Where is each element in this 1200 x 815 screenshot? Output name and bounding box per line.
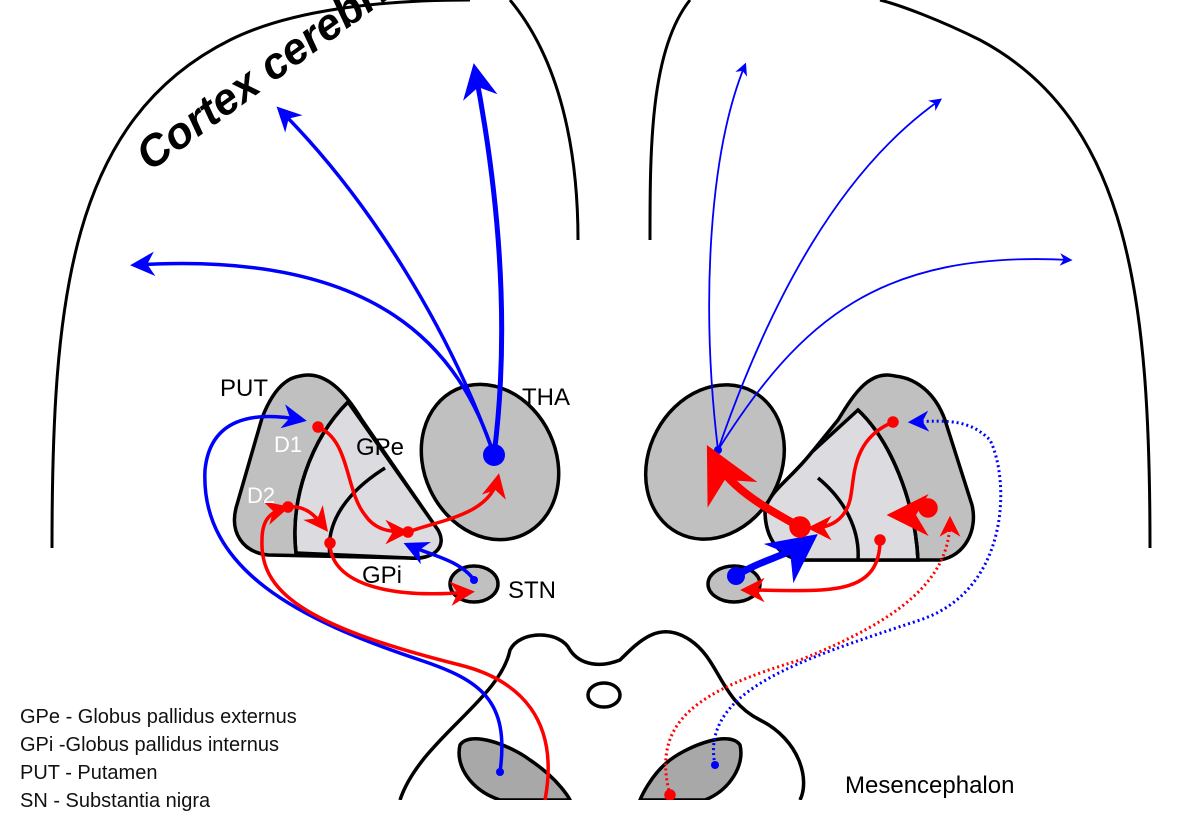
legend: GPe - Globus pallidus externus GPi -Glob… [20,703,297,815]
mesencephalon-outline [398,629,806,800]
label-stn: STN [508,577,556,604]
left-striatal-pathways [260,421,550,800]
label-mesencephalon: Mesencephalon [845,772,1014,799]
label-gpe: GPe [356,434,404,461]
label-put: PUT [220,375,268,402]
label-d2: D2 [247,483,275,508]
legend-item: SN - Substantia nigra [20,790,211,812]
label-tha: THA [522,384,570,411]
legend-item: PUT - Putamen [20,762,158,784]
right-striatal-pathways [664,416,961,800]
label-d1: D1 [274,432,302,457]
left-thalamocortical-projections [130,63,505,776]
legend-item: GPe - Globus pallidus externus [20,706,297,728]
cortex-outline [50,0,1152,549]
legend-item: GPi -Globus pallidus internus [20,734,280,756]
label-gpi: GPi [362,562,402,589]
